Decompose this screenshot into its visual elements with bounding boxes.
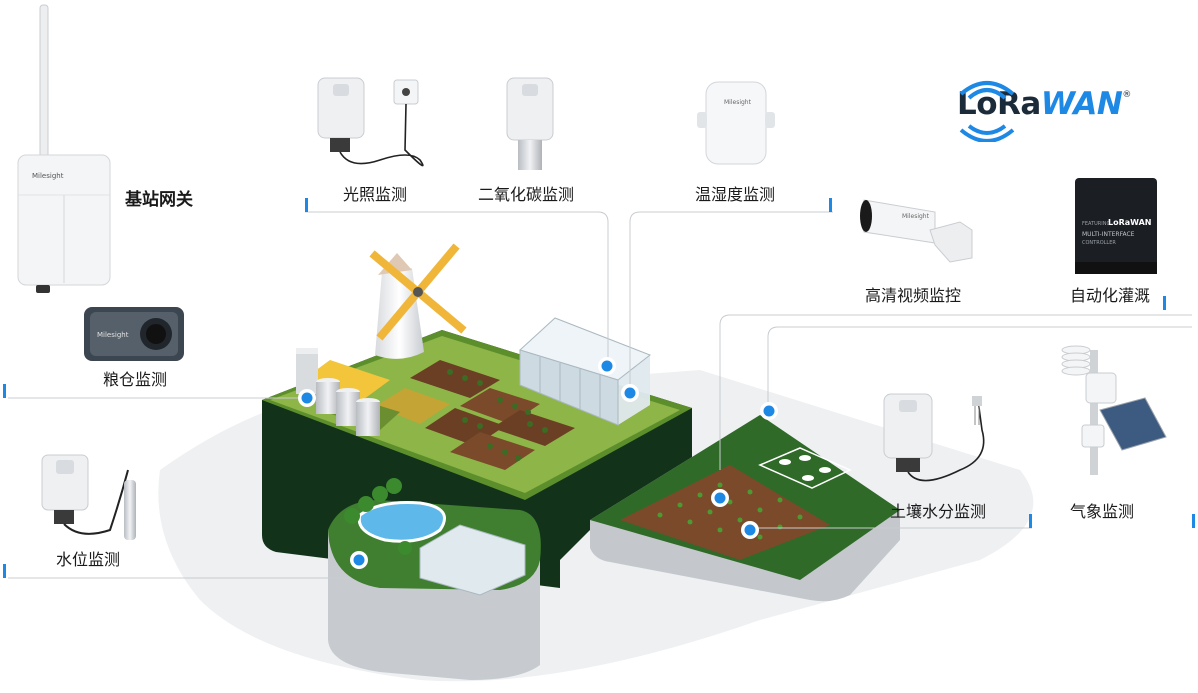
light-label: 光照监测: [343, 185, 408, 204]
svg-text:Milesight: Milesight: [32, 172, 64, 180]
marker-soil: [741, 521, 759, 539]
marker-grain: [298, 389, 316, 407]
marker-weather: [760, 402, 778, 420]
irrigation-label: 自动化灌溉: [1070, 286, 1151, 305]
camera-icon: Milesight: [860, 199, 973, 263]
gateway-label: 基站网关: [125, 190, 193, 210]
grain-sensor-icon: Milesight: [84, 307, 184, 361]
right-island: [590, 415, 900, 602]
co2-label: 二氧化碳监测: [478, 185, 575, 204]
temp-humidity-label: 温湿度监测: [695, 185, 776, 204]
light-sensor-icon: [317, 77, 424, 167]
gateway-icon: Milesight: [17, 4, 111, 293]
svg-text:CONTROLLER: CONTROLLER: [1082, 240, 1116, 246]
marker-camera: [711, 489, 729, 507]
line-temp: [629, 211, 833, 392]
label-ticks: [3, 198, 1195, 578]
line-camera: [719, 314, 1192, 470]
water-level-label: 水位监测: [56, 550, 121, 569]
svg-text:Milesight: Milesight: [724, 99, 752, 106]
temp-humidity-sensor-icon: Milesight: [697, 81, 775, 165]
weather-station-icon: [1061, 345, 1167, 475]
svg-text:Milesight: Milesight: [97, 331, 129, 339]
lorawan-logo: LoRaWAN®: [957, 86, 1131, 126]
controller-icon: FEATURING LoRaWAN MULTI-INTERFACE CONTRO…: [1075, 178, 1157, 274]
line-co2: [305, 211, 609, 365]
co2-sensor-icon: [506, 77, 554, 170]
camera-label: 高清视频监控: [865, 286, 962, 305]
brand-registered: ®: [1122, 90, 1132, 100]
marker-water: [350, 551, 368, 569]
sensor-markers: [298, 357, 778, 569]
grain-label: 粮仓监测: [103, 370, 168, 389]
svg-text:FEATURING: FEATURING: [1082, 221, 1110, 227]
brand-wan: WAN: [1040, 86, 1123, 122]
svg-text:LoRaWAN: LoRaWAN: [1108, 218, 1152, 227]
windmill: [369, 243, 467, 359]
marker-temp: [621, 384, 639, 402]
line-weather: [767, 326, 1192, 410]
water-level-sensor-icon: [41, 454, 136, 540]
pond-island: [328, 478, 541, 680]
svg-text:Milesight: Milesight: [902, 213, 930, 220]
connector-lines: [8, 211, 1192, 579]
svg-text:MULTI-INTERFACE: MULTI-INTERFACE: [1082, 231, 1135, 238]
soil-sensor-icon: [883, 393, 985, 482]
grain-silos: [296, 348, 380, 436]
weather-label: 气象监测: [1070, 502, 1135, 521]
marker-co2: [598, 357, 616, 375]
greenhouse: [519, 317, 652, 426]
soil-label: 土壤水分监测: [890, 502, 987, 521]
signal-waves-icon: [959, 81, 1015, 142]
